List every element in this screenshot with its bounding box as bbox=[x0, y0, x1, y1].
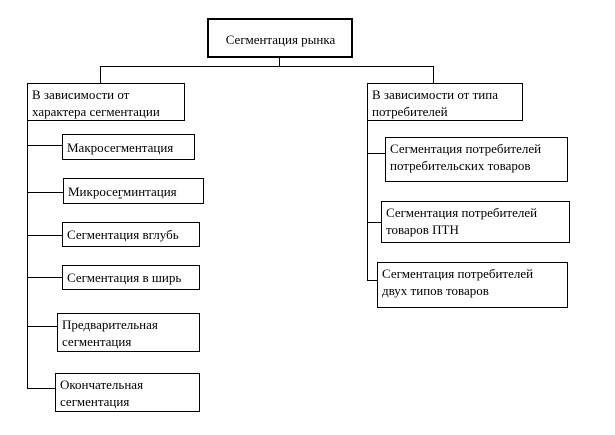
node-final-segmentation: Окончательная сегментация bbox=[55, 373, 200, 412]
connector-stub-in-depth bbox=[27, 235, 62, 236]
connector-stub-preliminary bbox=[27, 326, 57, 327]
node-preliminary-segmentation: Предварительная сегментация bbox=[57, 313, 200, 352]
node-market-segmentation: Сегментация рынка bbox=[207, 18, 353, 58]
node-micro-segmentation: Микросегминтация bbox=[63, 178, 204, 204]
connector-left-branch-drop bbox=[100, 66, 101, 83]
connector-right-branch-drop bbox=[433, 66, 434, 83]
connector-right-spine bbox=[367, 121, 368, 280]
node-two-types-goods-consumers-segmentation: Сегментация потребителей двух типов това… bbox=[377, 262, 568, 308]
node-consumer-goods-consumers-segmentation: Сегментация потребителей потребительских… bbox=[385, 137, 568, 182]
branch-header-by-segmentation-character: В зависимости от характера сегментации bbox=[27, 83, 185, 121]
connector-stub-micro bbox=[27, 192, 63, 193]
connector-stub-macro bbox=[27, 145, 62, 146]
node-segmentation-in-depth: Сегментация вглубь bbox=[62, 222, 200, 247]
branch-header-by-consumer-type: В зависимости от типа потребителей bbox=[367, 83, 523, 121]
node-segmentation-in-breadth: Сегментация в ширь bbox=[62, 265, 200, 290]
connector-top-horizontal bbox=[100, 66, 434, 67]
node-macro-segmentation: Макросегментация bbox=[62, 134, 195, 160]
node-ptn-goods-consumers-segmentation: Сегментация потребителей товаров ПТН bbox=[381, 201, 570, 243]
connector-stub-consumer-goods bbox=[367, 153, 385, 154]
connector-stub-in-breadth bbox=[27, 277, 62, 278]
connector-stub-ptn-goods bbox=[367, 222, 381, 223]
connector-stub-two-types bbox=[367, 280, 377, 281]
connector-root-down bbox=[279, 58, 280, 66]
stray-dash-mark: - bbox=[118, 189, 123, 204]
connector-stub-final bbox=[27, 388, 55, 389]
connector-left-spine bbox=[27, 121, 28, 388]
